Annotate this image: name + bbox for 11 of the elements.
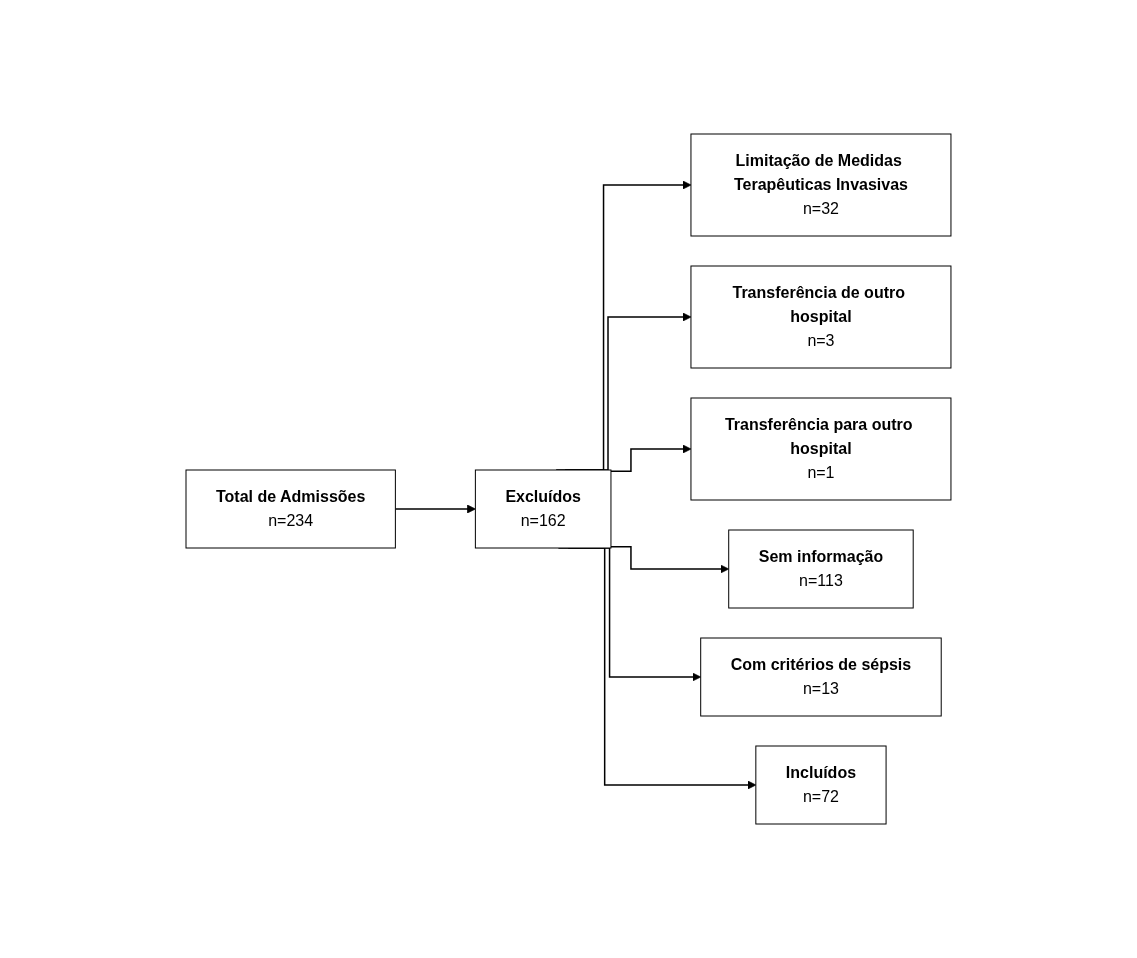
node-box: Transferência para outro hospital n=1 xyxy=(690,397,952,501)
node-box: Total de Admissões n=234 xyxy=(185,469,396,549)
node-box: Com critérios de sépsis n=13 xyxy=(700,637,942,717)
arrow xyxy=(610,444,692,472)
node-box: Sem informação n=113 xyxy=(728,529,914,609)
node-box: Excluídos n=162 xyxy=(474,469,612,549)
arrow xyxy=(394,504,476,514)
arrow xyxy=(610,546,730,574)
node-box: Limitação de Medidas Terapêuticas Invasivas n=32 xyxy=(690,133,952,237)
node-box: Transferência de outro hospital n=3 xyxy=(690,265,952,369)
node-box: Incluídos n=72 xyxy=(755,745,887,825)
